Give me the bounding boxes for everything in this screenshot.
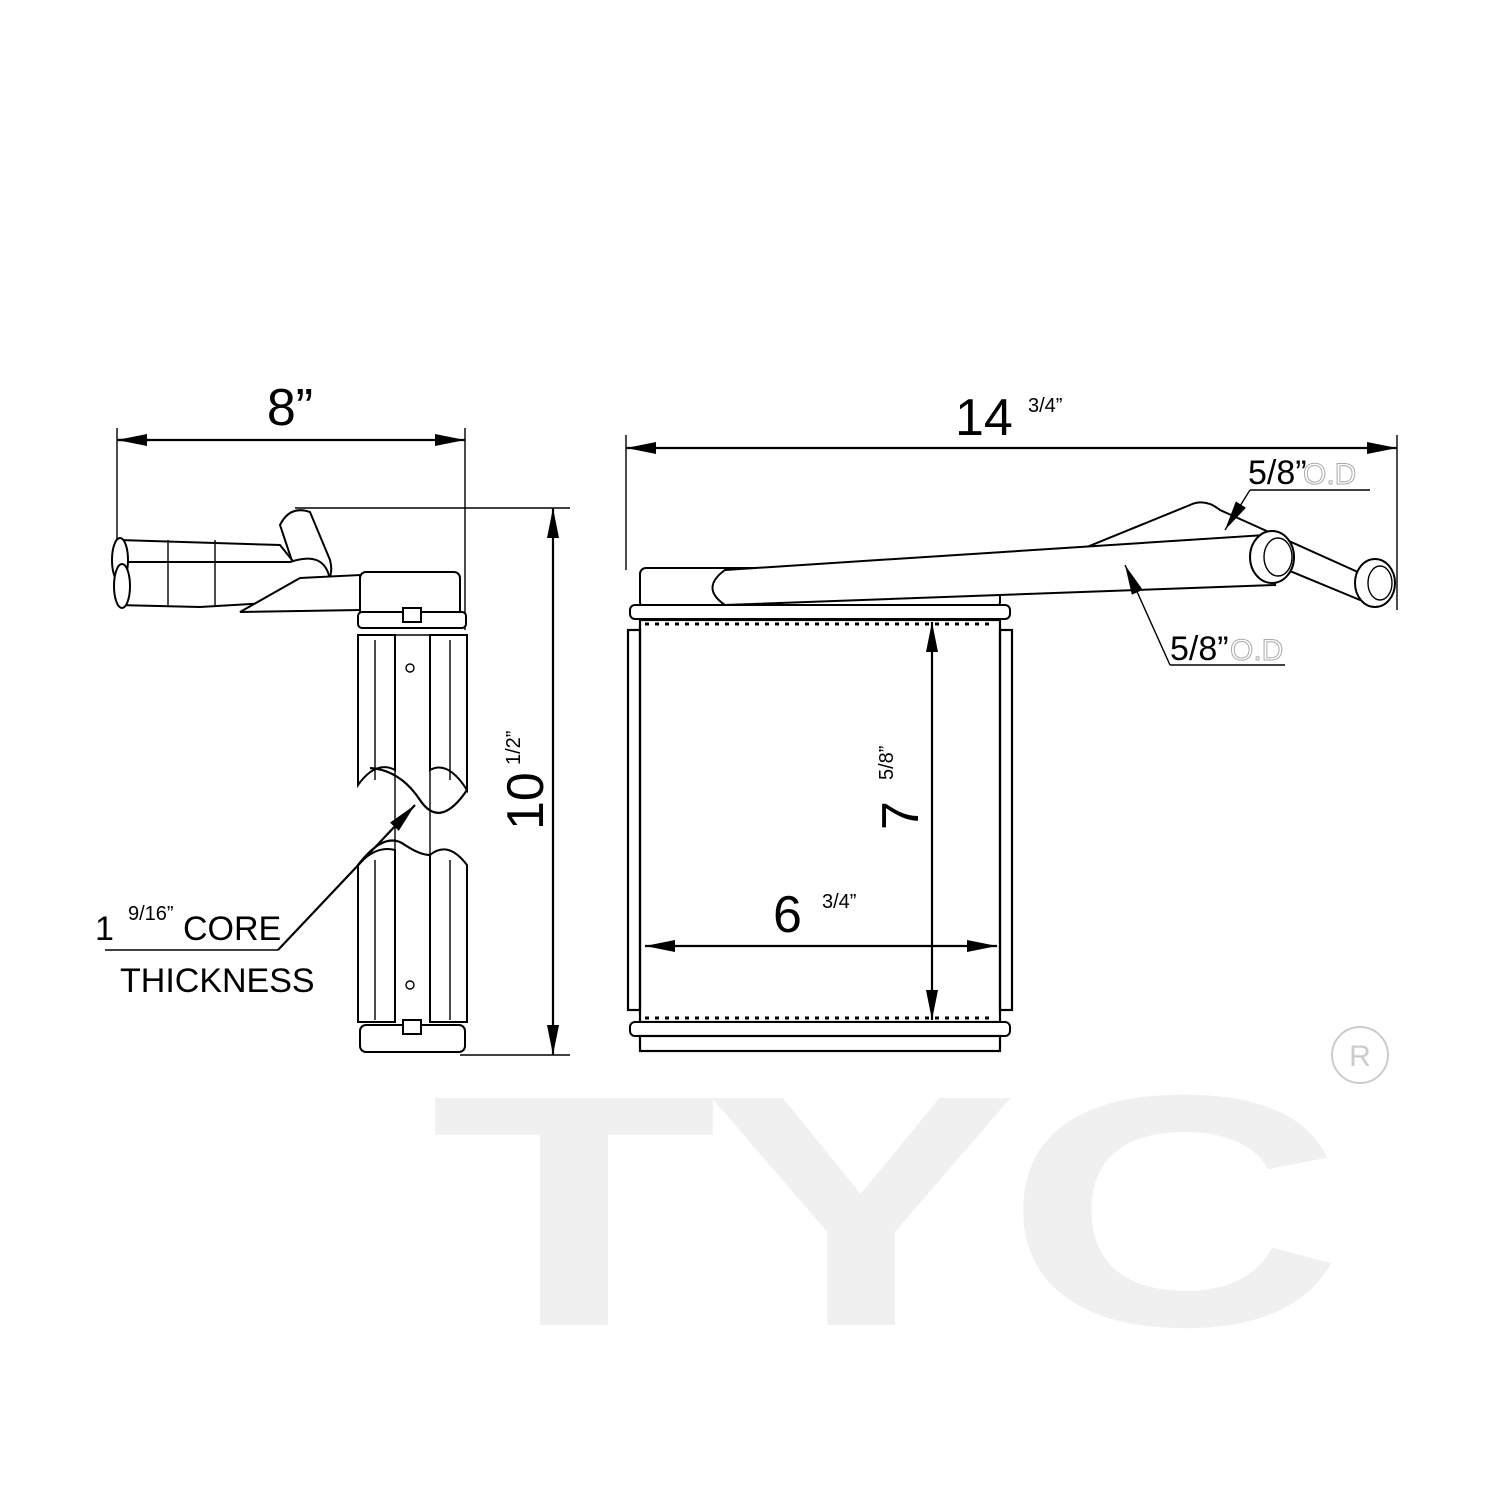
dim-inner-width-whole: 6 [773,886,802,944]
side-view: 8” 10 1/2” [95,379,570,1056]
core-thickness-fraction: 9/16” [128,903,174,925]
core-thickness-whole: 1 [95,910,114,948]
tube-lower-size: 5/8” [1170,630,1229,668]
dim-inner-height-whole: 7 [872,801,930,830]
dim-width-whole: 14 [955,389,1013,447]
dim-height-whole: 10 [497,772,555,830]
logo-text: TYC [430,1026,1335,1395]
tube-upper-size: 5/8” [1248,454,1307,492]
dim-inner-width-fraction: 3/4” [822,891,856,913]
core-leader-arrow [277,804,416,951]
core-label: CORE [183,910,281,948]
tyc-logo: TYC R [430,1026,1389,1395]
dim-inner-height-fraction: 5/8” [876,746,898,780]
tube-lower-unit: O.D [1230,634,1283,667]
registered-mark: R [1349,1040,1371,1073]
dim-width-label: 8” [267,379,313,437]
thickness-label: THICKNESS [120,962,315,1000]
tube-upper-unit: O.D [1303,458,1356,491]
front-view: 14 3/4” 7 5/8” 6 3/4” 5/8” O.D [625,389,1398,1053]
registered-mark-icon [1331,1026,1389,1084]
dim-width-fraction: 3/4” [1028,395,1062,417]
dim-height-fraction: 1/2” [503,731,525,765]
